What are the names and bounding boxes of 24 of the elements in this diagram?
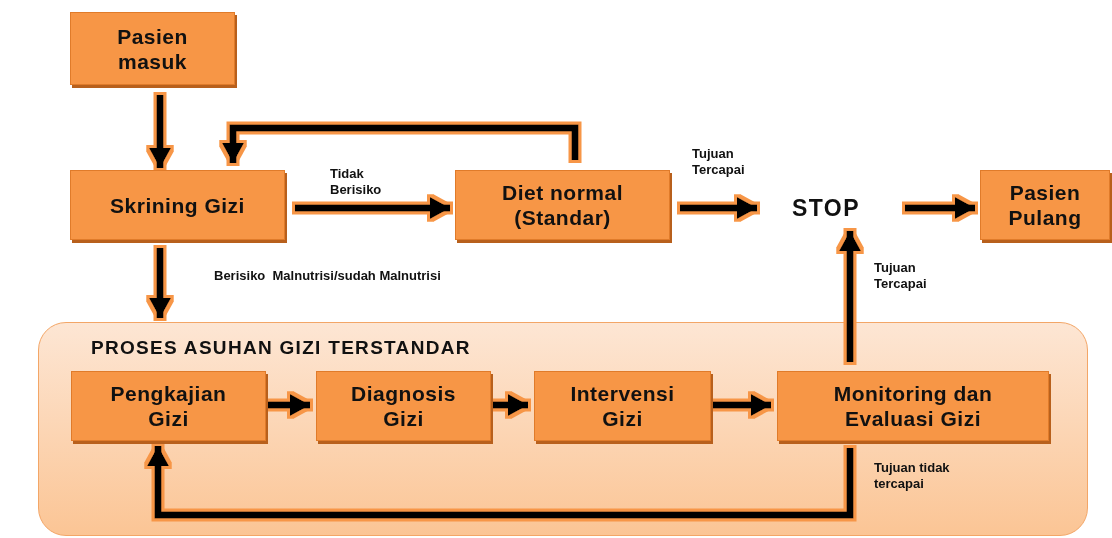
edge-label: Tujuan Tercapai (692, 146, 746, 178)
node-text: STOP (791, 194, 861, 222)
node-text: Diagnosis Gizi (350, 381, 457, 431)
process-box (534, 371, 711, 441)
edge-label: Tujuan Tercapai (874, 260, 928, 292)
edge-label: Berisiko Malnutrisi/sudah Malnutrisi (214, 268, 441, 284)
node-text: Diet normal (Standar) (501, 180, 624, 230)
process-box (70, 12, 235, 85)
edge-label: Tidak Berisiko (330, 166, 383, 198)
node-text: Intervensi Gizi (569, 381, 676, 431)
process-box (70, 170, 285, 240)
node-text: Skrining Gizi (110, 192, 245, 218)
process-box (316, 371, 491, 441)
node-text: Pengkajian Gizi (109, 381, 228, 431)
node-text: Pasien masuk (116, 23, 189, 74)
process-box (777, 371, 1049, 441)
node-text: Monitoring dan Evaluasi Gizi (832, 381, 994, 431)
process-box (455, 170, 670, 240)
process-box (71, 371, 266, 441)
process-group-panel (38, 322, 1088, 536)
group-title: PROSES ASUHAN GIZI TERSTANDAR (91, 337, 471, 359)
process-box (980, 170, 1110, 240)
node-text: Pasien Pulang (1007, 180, 1083, 230)
edge-label: Tujuan tidak tercapai (874, 460, 951, 492)
